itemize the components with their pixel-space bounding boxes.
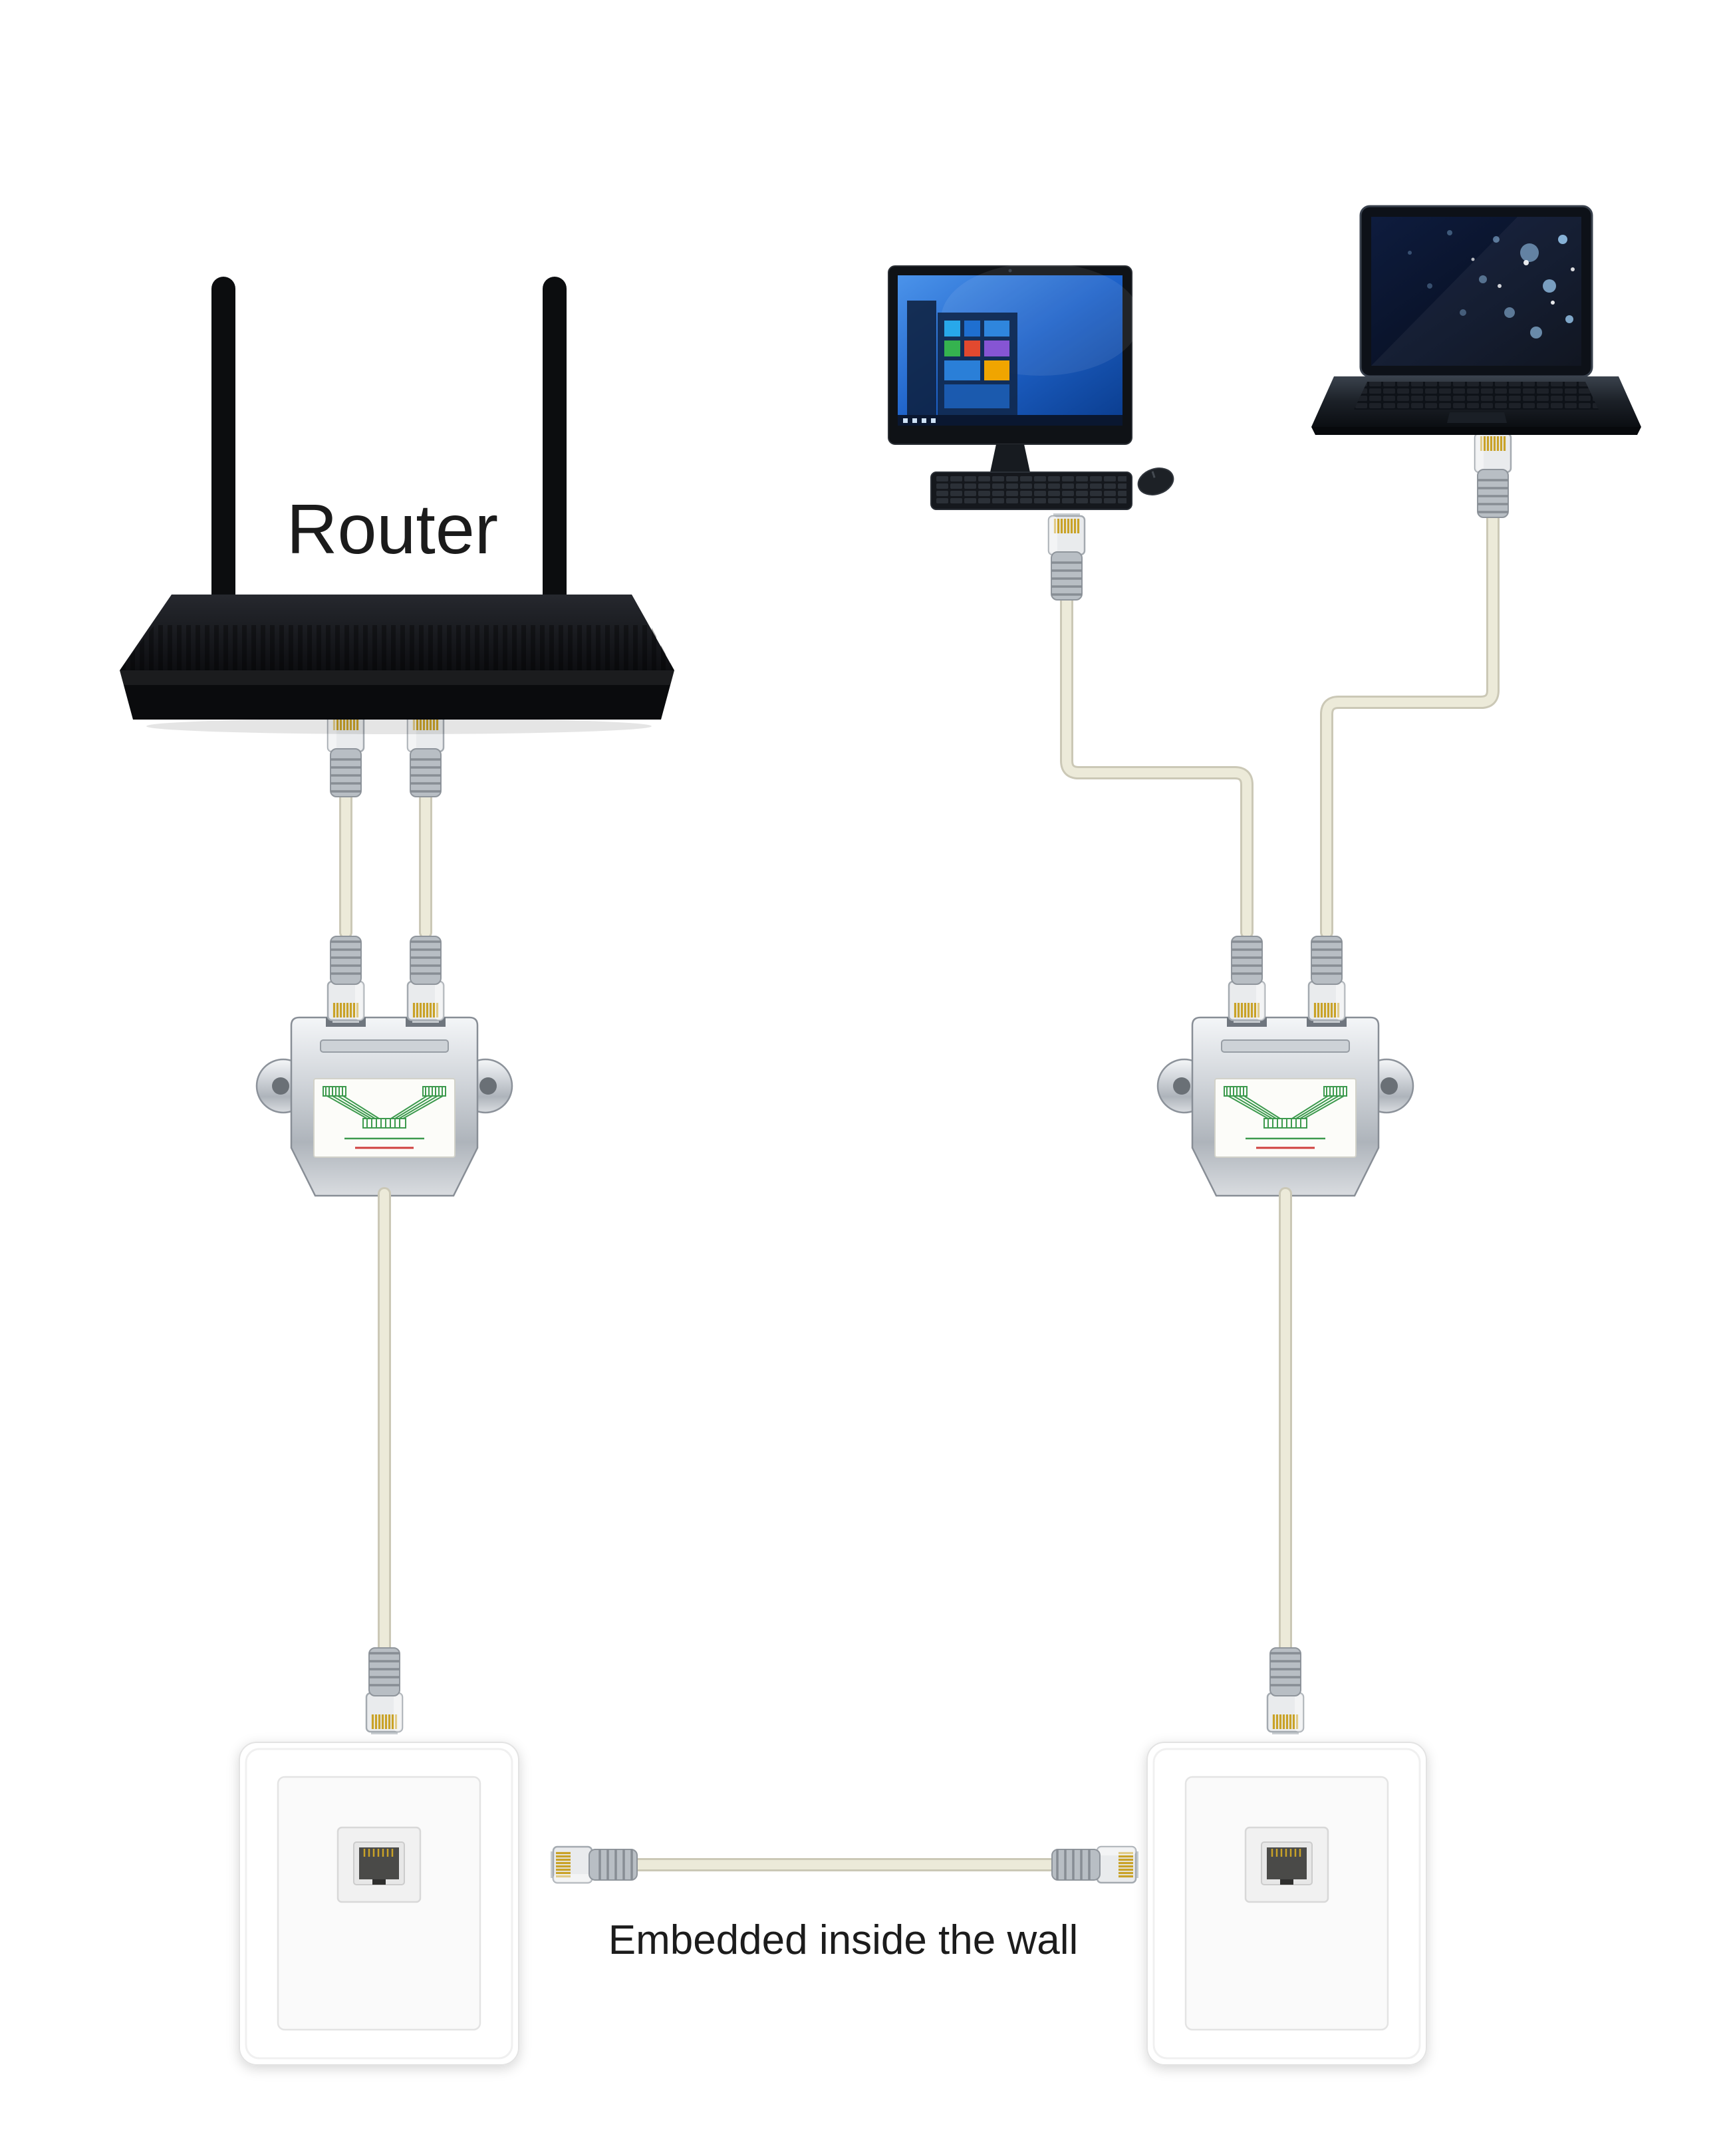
rj45-plug — [1047, 512, 1086, 601]
start-menu-tiles — [944, 321, 1009, 408]
ethernet-cable-desktop-to-splitter — [1060, 591, 1254, 939]
rj45-plug — [365, 1647, 404, 1736]
router-vents — [120, 625, 674, 670]
touchpad — [1447, 412, 1507, 423]
rj45-plug — [1266, 1647, 1305, 1736]
all-in-one-desktop-pc — [888, 263, 1174, 510]
ethernet-wall-outlet-left — [239, 1742, 519, 2065]
router-front — [120, 670, 674, 720]
mouse — [1137, 468, 1174, 495]
router-shadow — [146, 718, 652, 734]
keyboard — [930, 472, 1132, 510]
laptop — [1311, 205, 1641, 435]
start-menu-rail — [907, 301, 936, 415]
rj45-splitter-right — [1156, 1016, 1414, 1197]
ethernet-cable-laptop-to-splitter — [1320, 508, 1500, 939]
ethernet-wall-outlet-right — [1147, 1742, 1426, 2065]
wifi-router — [120, 277, 674, 734]
taskbar-icons — [903, 418, 936, 423]
rj45-plug — [1474, 430, 1512, 519]
router-antenna-left — [211, 277, 235, 609]
screen-streak — [1371, 217, 1581, 366]
webcam-icon — [1008, 269, 1012, 273]
taskbar — [898, 415, 1123, 426]
laptop-keys — [1354, 382, 1599, 410]
rj45-splitter-left — [255, 1016, 513, 1197]
rj45-plug — [1307, 935, 1346, 1024]
wall-cable-label: Embedded inside the wall — [608, 1917, 1079, 1963]
router-label: Router — [287, 490, 498, 569]
cable-layer — [339, 508, 1500, 1871]
router-antenna-right — [543, 277, 567, 609]
laptop-front-lip — [1311, 427, 1641, 435]
rj45-plug — [1228, 935, 1266, 1024]
rj45-plug — [1051, 1845, 1140, 1884]
rj45-plug — [327, 935, 365, 1024]
rj45-plug — [549, 1845, 638, 1884]
screen-sparkles — [1471, 257, 1575, 305]
rj45-plug — [406, 935, 445, 1024]
router-gloss — [120, 670, 674, 685]
screen-bokeh — [1408, 230, 1573, 338]
